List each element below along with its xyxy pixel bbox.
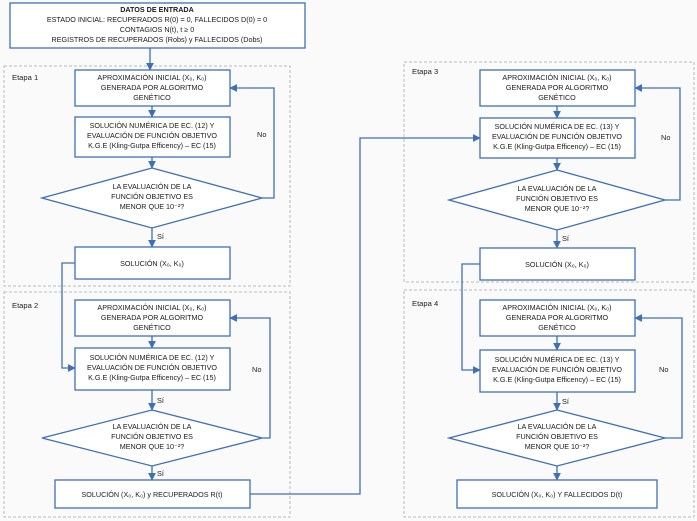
stage2-decision-line1: LA EVALUACIÓN DE LA — [113, 422, 192, 431]
stage3-solution-text: SOLUCIÓN (X₀, K₀) — [525, 260, 589, 269]
stage-3-label: Etapa 3 — [412, 67, 438, 76]
edge-s4-no-loop — [634, 314, 683, 439]
input-line-2: CONTAGIOS N(t), t ≥ 0 — [120, 25, 195, 34]
stage1-solve-line3: K.G.E (Kling-Gutpa Efficency) – EC (15) — [88, 141, 216, 150]
stage1-solution-text: SOLUCIÓN (X₀, K₀) — [120, 259, 184, 268]
stage2-no-label: No — [252, 365, 261, 374]
stage3-solution-box — [479, 247, 636, 281]
stage3-decision-line3: MENOR QUE 10⁻²? — [525, 204, 590, 213]
stage2-decision-line3: MENOR QUE 10⁻²? — [120, 442, 185, 451]
stage1-decision-line3: MENOR QUE 10⁻²? — [120, 202, 185, 211]
stage1-no-label: No — [257, 130, 266, 139]
stage4-solution-text: SOLUCIÓN (X₀, K₀) Y FALLECIDOS D(t) — [492, 490, 623, 499]
stage2-si-label-top: Sí — [157, 396, 165, 405]
stage2-si-label: Sí — [157, 469, 165, 478]
stage1-approx-line3: GENÉTICO — [133, 93, 171, 102]
stage4-decision-line1: LA EVALUACIÓN DE LA — [518, 422, 597, 431]
stage1-decision-line2: FUNCIÓN OBJETIVO ES — [111, 192, 193, 201]
stage1-approx-line1: APROXIMACIÓN INICIAL (X₀, K₀) — [97, 73, 206, 82]
stage4-approx-box — [479, 299, 636, 337]
stage3-solve-line1: SOLUCIÓN NUMÉRICA DE EC. (13) Y — [495, 122, 620, 131]
stage4-decision-line3: MENOR QUE 10⁻²? — [525, 442, 590, 451]
stage3-approx-line3: GENÉTICO — [538, 93, 576, 102]
input-line-1: ESTADO INICIAL: RECUPERADOS R(0) = 0, FA… — [47, 15, 267, 24]
stage4-approx-line1: APROXIMACIÓN INICIAL (X₀, K₀) — [502, 303, 611, 312]
stage4-decision-line2: FUNCIÓN OBJETIVO ES — [516, 432, 598, 441]
stage3-solve-line3: K.G.E (Kling-Gutpa Efficency) – EC (15) — [493, 142, 621, 151]
stage4-approx-line3: GENÉTICO — [538, 323, 576, 332]
stage-2-label: Etapa 2 — [12, 301, 38, 310]
edge-s1-to-s2 — [61, 262, 76, 372]
stage2-approx-line1: APROXIMACIÓN INICIAL (X₀, K₀) — [97, 303, 206, 312]
stage3-solve-line2: EVALUACIÓN DE FUNCIÓN OBJETIVO — [492, 132, 622, 141]
stage-2-frame — [3, 291, 291, 518]
stage1-solution-box — [74, 246, 231, 280]
stage3-decision-line1: LA EVALUACIÓN DE LA — [518, 184, 597, 193]
stage2-solution-box — [54, 479, 251, 509]
edge-s1-no-loop — [229, 84, 275, 199]
stage-4-label: Etapa 4 — [412, 299, 438, 308]
stage2-solve-box — [74, 347, 231, 391]
stage-1-label: Etapa 1 — [12, 73, 38, 82]
stage4-si-label-top: Sí — [562, 397, 570, 406]
edge-s3-to-s4 — [461, 263, 481, 374]
stage2-approx-line3: GENÉTICO — [133, 323, 171, 332]
edge-s3-no-loop — [634, 84, 681, 201]
stage1-decision-line1: LA EVALUACIÓN DE LA — [113, 182, 192, 191]
stage3-decision-line2: FUNCIÓN OBJETIVO ES — [516, 194, 598, 203]
stage2-solution-text: SOLUCIÓN (X₀, K₀) y RECUPERADOS R(t) — [82, 490, 223, 499]
stage3-approx-line1: APROXIMACIÓN INICIAL (X₀, K₀) — [502, 73, 611, 82]
stage1-approx-line2: GENERADA POR ALGORITMO — [101, 83, 204, 92]
edge-s2-to-s3 — [250, 134, 481, 495]
stage2-approx-line2: GENERADA POR ALGORITMO — [101, 313, 204, 322]
stage2-solve-line1: SOLUCIÓN NUMÉRICA DE EC. (12) Y — [90, 353, 215, 362]
stage1-solve-line2: EVALUACIÓN DE FUNCIÓN OBJETIVO — [87, 131, 217, 140]
stage4-solve-line1: SOLUCIÓN NUMÉRICA DE EC. (13) Y — [495, 355, 620, 364]
stage3-no-label: No — [661, 133, 670, 142]
stage4-no-label: No — [659, 365, 668, 374]
stage4-solve-line3: K.G.E (Kling-Gutpa Efficency) – EC (15) — [493, 375, 621, 384]
stage3-solve-box — [479, 117, 636, 159]
stage3-approx-line2: GENERADA POR ALGORITMO — [506, 83, 609, 92]
edge-s2-no-loop — [229, 314, 271, 439]
input-title: DATOS DE ENTRADA — [120, 5, 194, 14]
stage1-solve-box — [74, 116, 231, 158]
stage4-approx-line2: GENERADA POR ALGORITMO — [506, 313, 609, 322]
stage1-si-label: Sí — [157, 232, 165, 241]
stage4-solve-line2: EVALUACIÓN DE FUNCIÓN OBJETIVO — [492, 365, 622, 374]
stage2-solve-line2: EVALUACIÓN DE FUNCIÓN OBJETIVO — [87, 363, 217, 372]
input-data-box — [9, 2, 306, 49]
stage2-approx-box — [74, 299, 231, 337]
stage-4-frame — [403, 289, 695, 518]
stage4-solution-box — [456, 479, 658, 509]
stage1-solve-line1: SOLUCIÓN NUMÉRICA DE EC. (12) Y — [90, 121, 215, 130]
stage3-si-label: Sí — [562, 234, 570, 243]
stage2-solve-line3: K.G.E (Kling-Gutpa Efficency) – EC (15) — [88, 373, 216, 382]
stage2-decision-line2: FUNCIÓN OBJETIVO ES — [111, 432, 193, 441]
stage-3-frame — [403, 61, 695, 283]
input-line-3: REGISTROS DE RECUPERADOS (Robs) y FALLEC… — [52, 35, 263, 44]
